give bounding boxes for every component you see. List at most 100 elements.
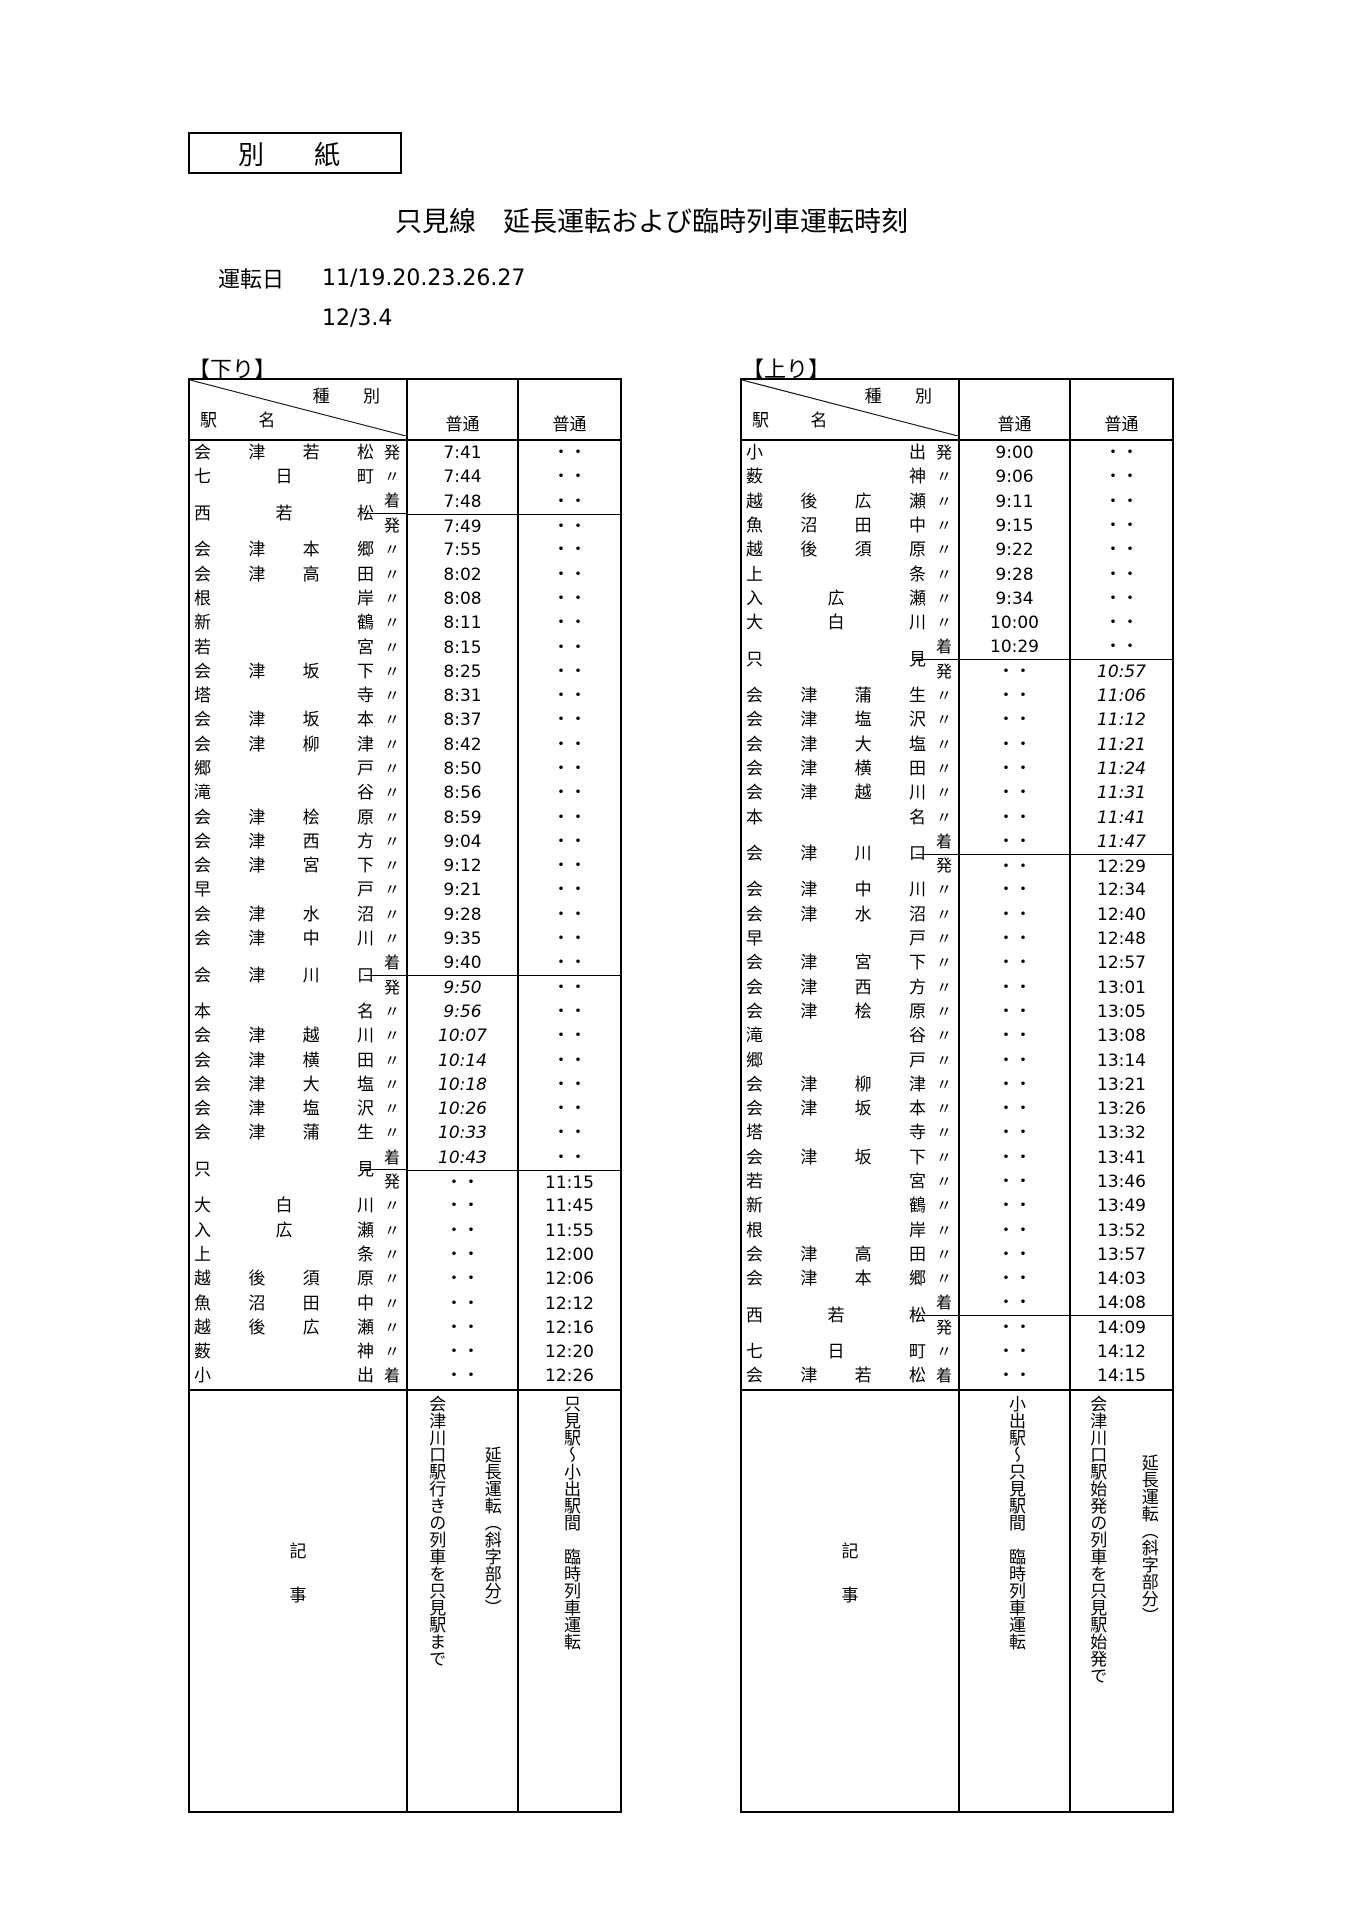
station-cell: 早戸〃 — [190, 878, 408, 903]
station-name-char: 原 — [356, 1269, 374, 1290]
arrive-depart-mark: 着発 — [916, 830, 957, 879]
station-name-char: 津 — [248, 965, 266, 986]
stop-mark: 〃 — [384, 686, 401, 706]
station-name: 大白川 — [190, 1195, 384, 1217]
header-corner: 種 別駅 名 — [742, 380, 960, 441]
station-name: 七日町 — [190, 466, 384, 488]
time-cell-2: 13:52 — [1097, 1220, 1146, 1241]
time-cell-1: ・・ — [407, 1291, 519, 1316]
station-cell: 根岸〃 — [742, 1218, 960, 1243]
table-row: 越後須原〃9:22・・ — [742, 538, 1172, 563]
table-row: 新鶴〃8:11・・ — [190, 611, 620, 636]
station-name: 会津川口 — [190, 965, 384, 987]
station-cell: 大白川〃 — [190, 1194, 408, 1219]
table-row: 会津桧原〃8:59・・ — [190, 805, 620, 830]
depart-mark: 発 — [384, 516, 401, 536]
station-name-char: 根 — [194, 588, 211, 609]
time-cell-1: ・・ — [959, 1024, 1071, 1049]
station-name: 会津水沼 — [742, 904, 936, 926]
station-cell: 早戸〃 — [742, 926, 960, 952]
time-cell-1: ・・ — [959, 1145, 1071, 1170]
depart-mark: 発 — [384, 1172, 401, 1192]
stop-mark: 〃 — [936, 783, 953, 803]
station-name-char: 水 — [854, 904, 872, 925]
station-name-char: 津 — [248, 1074, 266, 1095]
station-cell: 大白川〃 — [742, 611, 960, 636]
stop-mark: 〃 — [936, 1026, 953, 1046]
stop-mark: 発 — [384, 443, 401, 463]
stop-mark: 〃 — [384, 904, 401, 924]
station-name-char: 田 — [908, 1244, 926, 1265]
time-arrive: 7:48 — [443, 491, 482, 512]
station-name: 本名 — [742, 807, 936, 829]
station-name-char: 津 — [248, 856, 266, 877]
station-cell: 滝谷〃 — [190, 781, 408, 806]
station-name-char: 戸 — [357, 759, 374, 779]
station-name-char: 若 — [854, 1366, 872, 1387]
station-name-char: 若 — [275, 503, 293, 524]
station-cell: 会津越川〃 — [190, 1024, 408, 1049]
time-cell-2: 13:14 — [1097, 1050, 1146, 1071]
time-cell-2: 13:05 — [1097, 1001, 1146, 1022]
station-name-char: 津 — [800, 1147, 818, 1168]
station-name-char: 津 — [248, 1050, 266, 1071]
page-title: 只見線 延長運転および臨時列車運転時刻 — [395, 207, 908, 238]
table-row: 薮神〃9:06・・ — [742, 465, 1172, 490]
station-name-char: 本 — [302, 540, 320, 561]
table-row: 会津宮下〃・・12:57 — [742, 951, 1172, 976]
table-row: 会津坂本〃8:37・・ — [190, 708, 620, 733]
station-name-char: 新 — [746, 1196, 763, 1217]
station-name-char: 瀬 — [909, 588, 926, 609]
station-name-char: 戸 — [357, 880, 374, 901]
remark-text: 延長運転（斜字部分） — [480, 1445, 501, 1616]
time-cell-2: 12:12 — [545, 1293, 594, 1314]
time-arrive: 11:47 — [1097, 831, 1146, 852]
time-cell-1: ・・ — [959, 1097, 1071, 1122]
station-name-char: 津 — [800, 1099, 818, 1120]
table-row: 会津中川〃・・12:34 — [742, 878, 1172, 903]
station-name-char: 宮 — [302, 856, 320, 877]
station-name: 上条 — [190, 1244, 384, 1266]
station-name-char: 町 — [909, 1342, 926, 1363]
table-row: 塔寺〃・・13:32 — [742, 1121, 1172, 1146]
station-name-char: 坂 — [302, 661, 320, 682]
station-cell: 塔寺〃 — [190, 683, 408, 709]
station-name-char: 日 — [827, 1342, 845, 1363]
arrive-mark: 着 — [916, 635, 957, 661]
station-name-char: 沼 — [908, 904, 926, 925]
station-name-char: 上 — [194, 1244, 211, 1265]
station-name-char: 会 — [746, 904, 763, 925]
station-name-char: 津 — [800, 1001, 818, 1022]
time-cell-1: 10:33 — [407, 1121, 519, 1146]
station-name: 会津柳津 — [190, 734, 384, 756]
col-header-2: 普通 — [518, 380, 620, 441]
time-cell-1: 10:43・・ — [407, 1145, 519, 1195]
station-name-char: 宮 — [854, 953, 872, 974]
time-cell-1: ・・ — [959, 878, 1071, 903]
time-cell-2: 11:45 — [545, 1196, 594, 1217]
time-cell-1: 9:28 — [407, 902, 519, 927]
station-name-char: 中 — [854, 880, 872, 901]
station-name-char: 越 — [194, 1269, 211, 1290]
station-name-char: 本 — [356, 710, 374, 731]
stop-mark: 〃 — [384, 613, 401, 633]
station-name-char: 塔 — [746, 1123, 763, 1144]
time-cell-2: 12:40 — [1097, 904, 1146, 925]
time-cell-1: 9:56 — [407, 999, 519, 1025]
time-cell-2: ・・ — [552, 661, 587, 682]
table-row: 会津横田〃10:14・・ — [190, 1048, 620, 1073]
table-row: 会津若松着・・14:15 — [742, 1364, 1172, 1390]
station-name: 会津桧原 — [742, 1001, 936, 1023]
time-cell-1: ・・ — [959, 1169, 1071, 1195]
station-name: 会津越川 — [742, 782, 936, 804]
station-name: 会津宮下 — [742, 952, 936, 974]
remark-cell-1: 小出駅～只見駅間 臨時列車運転 — [959, 1388, 1071, 1811]
time-cell-2: ・・ — [552, 1050, 587, 1071]
time-cell-2: ・・ — [552, 686, 587, 707]
stop-mark: 〃 — [384, 1342, 401, 1362]
station-cell: 魚沼田中〃 — [190, 1291, 408, 1316]
time-cell-1: ・・ — [959, 708, 1071, 733]
station-cell: 会津川口着発 — [190, 951, 408, 1000]
